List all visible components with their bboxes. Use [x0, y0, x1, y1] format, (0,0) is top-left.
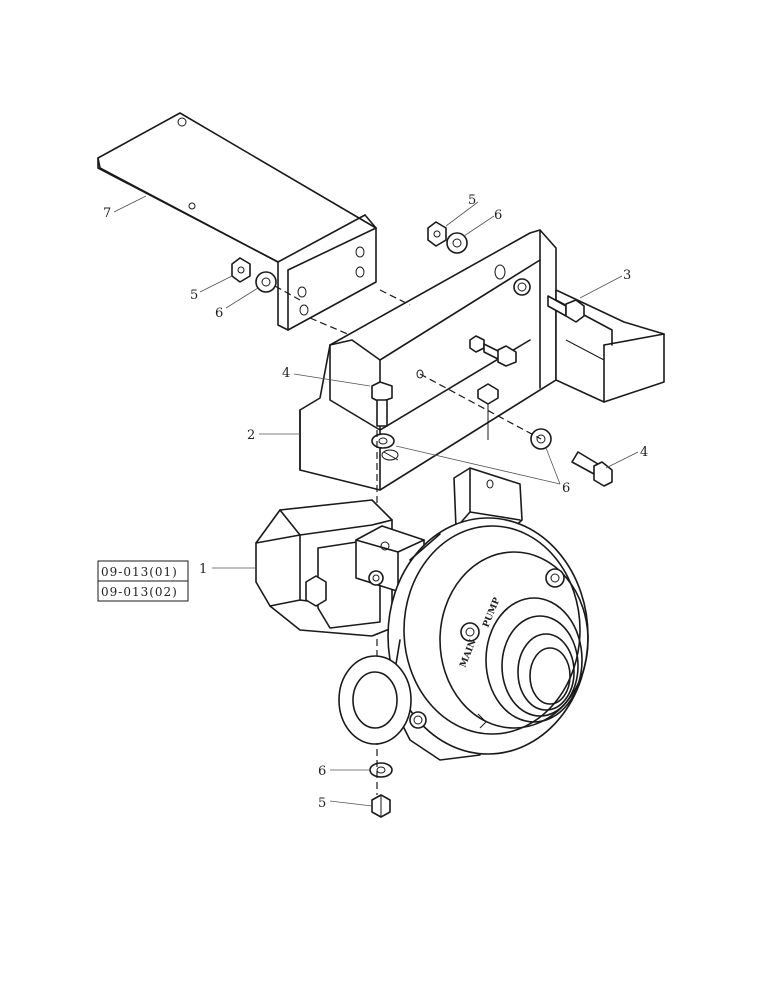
nut-part-5-top — [427, 221, 447, 247]
bracket-part-2 — [299, 229, 557, 491]
washer-part-6-bottom — [369, 762, 393, 778]
reference-boxes: 09-013(01) 09-013(02) — [97, 560, 189, 602]
callout-6-bottom: 6 — [318, 764, 326, 779]
main-pump-part-1: MAIN PUMP — [255, 467, 589, 761]
washer-part-6-left — [255, 271, 277, 293]
callout-4-right: 4 — [640, 445, 648, 460]
washer-part-6-mid-left — [371, 433, 395, 449]
callout-5-left: 5 — [190, 288, 198, 303]
callout-2: 2 — [247, 428, 255, 443]
callout-3: 3 — [623, 268, 631, 283]
mounting-plate-part-7 — [97, 112, 377, 331]
callout-4-left: 4 — [282, 366, 290, 381]
callout-numbers: 1 2 3 4 4 5 5 5 6 6 6 6 7 — [103, 193, 648, 811]
washer-part-6-top — [446, 232, 468, 254]
callout-6-left: 6 — [215, 306, 223, 321]
callout-6-top: 6 — [494, 208, 502, 223]
callout-5-bottom: 5 — [318, 796, 326, 811]
nut-part-5-left — [231, 257, 251, 283]
bolt-part-4-left — [371, 381, 393, 427]
reference-box-2: 09-013(02) — [101, 585, 178, 599]
callout-7: 7 — [103, 206, 111, 221]
bolt-part-4-right — [571, 451, 613, 487]
reference-box-1: 09-013(01) — [101, 565, 178, 579]
bolt-part-3 — [547, 295, 585, 323]
callout-leaders — [113, 195, 639, 807]
bolt-upper-center — [469, 335, 517, 367]
callout-6-mid: 6 — [562, 481, 570, 496]
callout-5-top: 5 — [468, 193, 476, 208]
callout-1: 1 — [199, 562, 207, 577]
nut-part-5-bottom — [371, 794, 391, 818]
